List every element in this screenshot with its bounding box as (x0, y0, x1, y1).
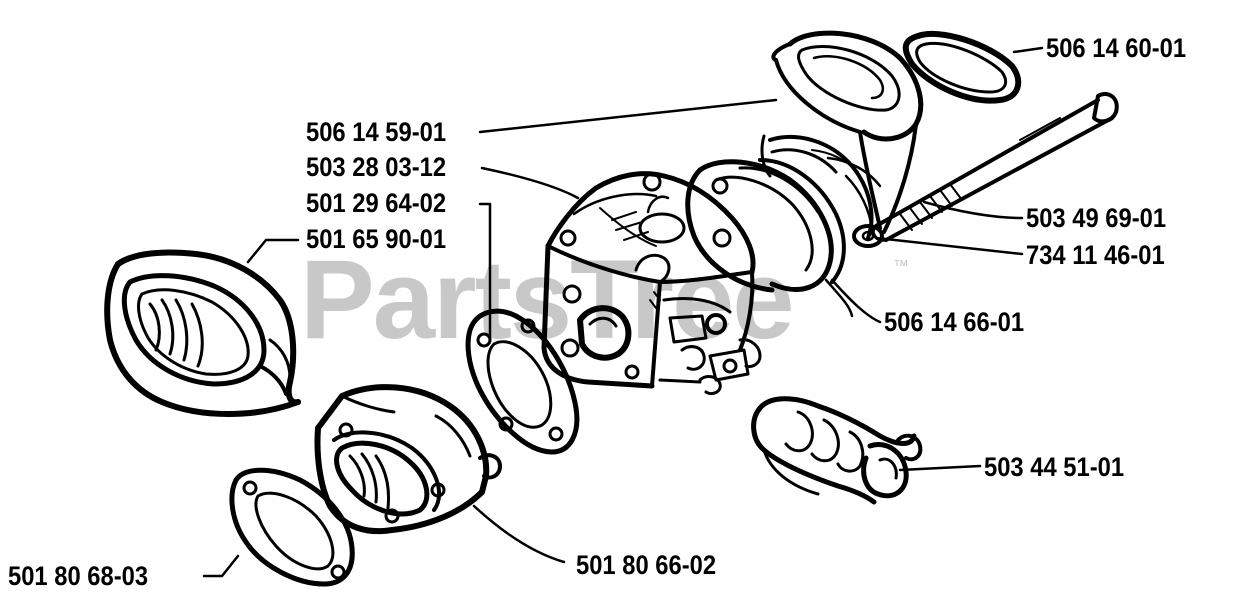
part-label-503-44-51-01[interactable]: 503 44 51-01 (984, 452, 1125, 482)
part-adapter-flange (685, 158, 854, 318)
part-label-501-80-68-03[interactable]: 501 80 68-03 (8, 561, 149, 591)
part-intake-elbow (760, 30, 924, 240)
part-label-501-80-66-02[interactable]: 501 80 66-02 (576, 550, 717, 580)
part-label-503-28-03-12[interactable]: 503 28 03-12 (306, 152, 447, 182)
part-label-506-14-60-01[interactable]: 506 14 60-01 (1046, 33, 1187, 63)
part-label-506-14-66-01[interactable]: 506 14 66-01 (884, 307, 1025, 337)
part-filter-housing (314, 384, 502, 535)
leader-lines (202, 46, 1044, 578)
part-label-503-49-69-01[interactable]: 503 49 69-01 (1026, 203, 1167, 233)
part-bottom-gasket (229, 467, 355, 587)
part-gasket-plate (465, 308, 580, 455)
part-label-501-65-90-01[interactable]: 501 65 90-01 (306, 224, 447, 254)
part-label-734-11-46-01[interactable]: 734 11 46-01 (1026, 240, 1165, 270)
part-oval-gasket-ring (902, 30, 1022, 104)
part-washer (852, 224, 884, 248)
part-long-bolt (871, 92, 1119, 242)
part-label-501-29-64-02[interactable]: 501 29 64-02 (306, 188, 447, 218)
part-label-506-14-59-01[interactable]: 506 14 59-01 (306, 117, 447, 147)
part-carburetor (541, 171, 762, 396)
part-fuel-fitting (751, 396, 923, 505)
part-filter-cover (104, 249, 301, 417)
watermark-trademark: ™ (893, 258, 909, 275)
